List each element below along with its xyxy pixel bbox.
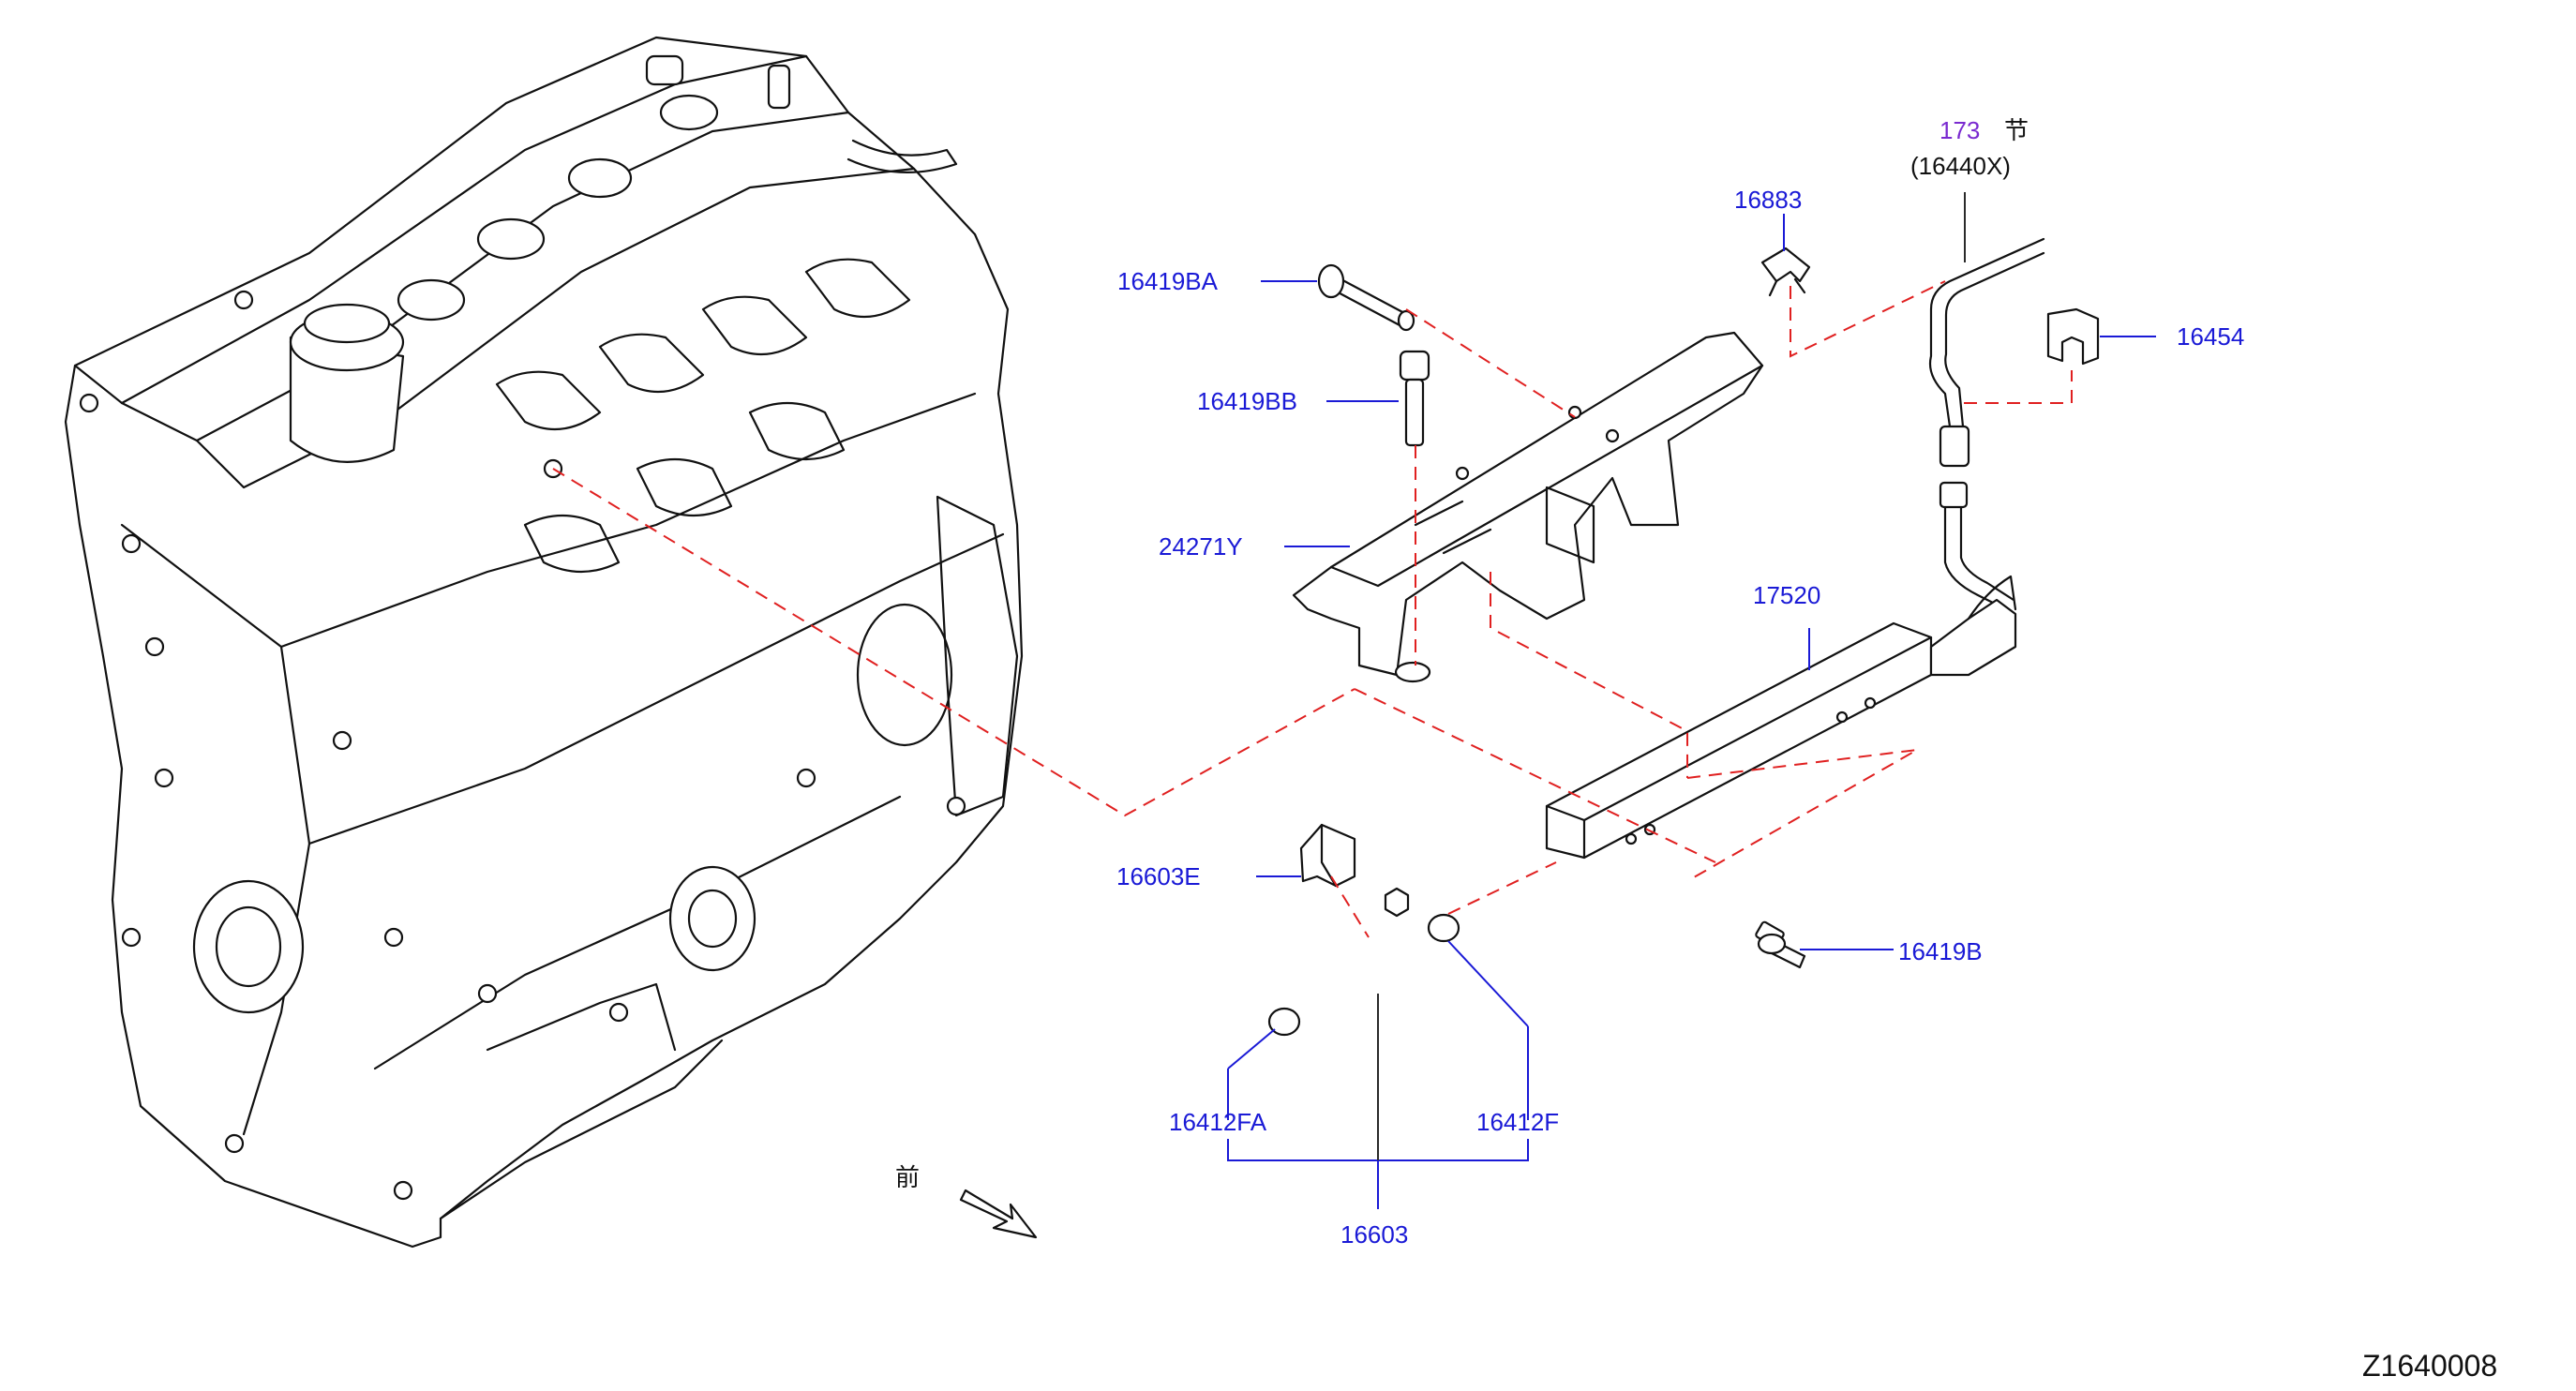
part-label-16419BA[interactable]: 16419BA [1117,267,1219,295]
front-direction-arrow: 前 [895,1164,1038,1239]
part-labels: 173 节 (16440X) 16419BA 16419BB 24271Y 16… [1116,116,2244,1249]
bolt-16419B-illustration [1755,920,1806,969]
part-label-16603E[interactable]: 16603E [1116,862,1201,890]
part-label-16412F[interactable]: 16412F [1476,1108,1559,1136]
part-label-16454[interactable]: 16454 [2177,322,2244,351]
o-ring-16412F-illustration [1427,913,1460,943]
fuel-rail-17520-illustration [1545,575,2017,860]
clip-16603E-illustration [1299,823,1356,888]
clip-16454-illustration [2046,307,2100,366]
leader-lines [1227,192,2156,1209]
part-label-16883[interactable]: 16883 [1734,186,1802,214]
front-marker-label: 前 [895,1164,920,1192]
section-ref-suffix: 节 [2004,117,2029,145]
part-label-24271Y[interactable]: 24271Y [1159,532,1243,561]
part-label-17520[interactable]: 17520 [1753,581,1820,609]
part-label-16419B[interactable]: 16419B [1898,937,1983,965]
diagram-id: Z1640008 [2362,1349,2497,1383]
part-label-16419BB[interactable]: 16419BB [1197,387,1297,415]
section-ref-part[interactable]: (16440X) [1910,152,2011,180]
bolt-16419BA-illustration [1317,263,1415,332]
insulator-illustration [1384,887,1410,918]
fuel-feed-tube-illustration [1928,237,2045,611]
bracket-24271Y-illustration [1292,331,1764,683]
part-label-16603[interactable]: 16603 [1340,1220,1408,1249]
section-ref-number[interactable]: 173 [1939,116,1980,144]
assembly-guide-lines [552,280,2073,938]
engine-block-illustration [64,36,1024,1249]
o-ring-16412FA-illustration [1267,1007,1301,1037]
part-label-16412FA[interactable]: 16412FA [1169,1108,1267,1136]
clip-16883-illustration [1760,247,1811,297]
bolt-16419BB-illustration [1399,350,1430,447]
